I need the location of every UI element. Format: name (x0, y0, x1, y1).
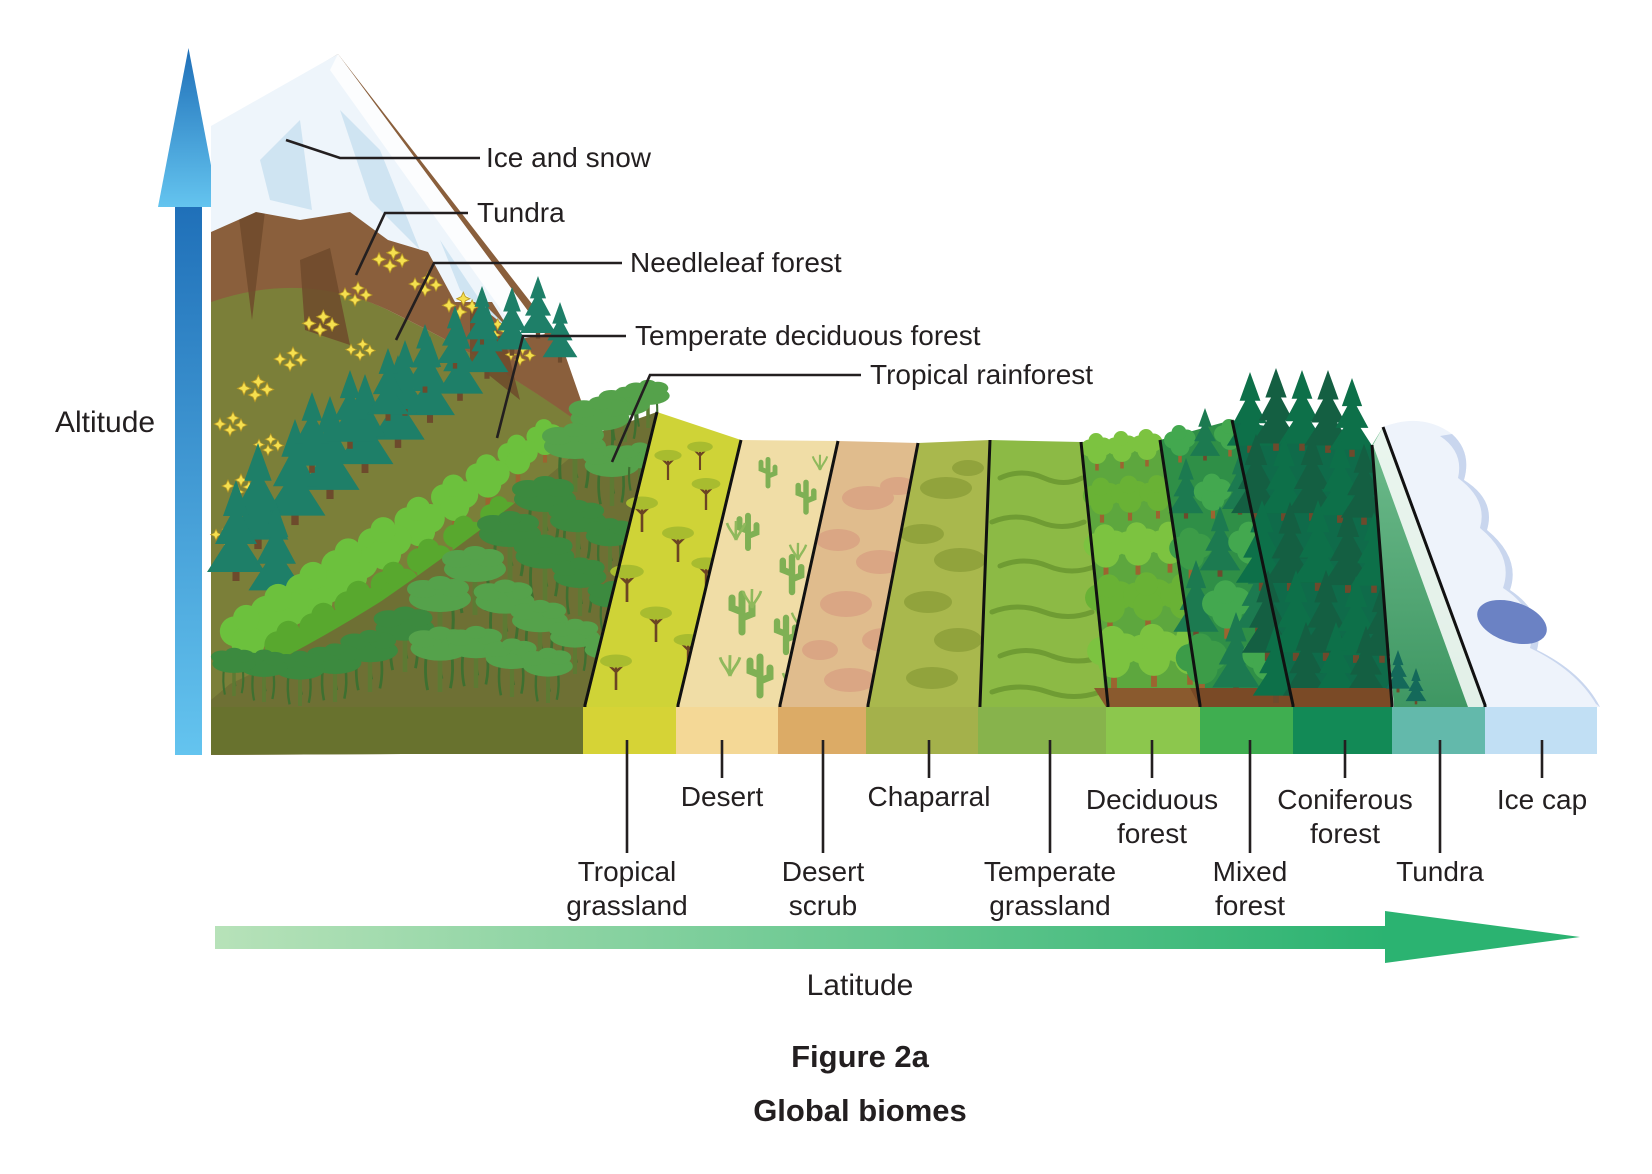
biome-strips (581, 368, 1600, 754)
deciduous-ground (1094, 688, 1200, 707)
leader-tundra-alt (354, 211, 468, 276)
label-temperate-grassland-2: grassland (989, 890, 1110, 921)
label-ice-cap: Ice cap (1497, 784, 1587, 815)
band-tropical-grassland (583, 707, 676, 754)
band-coniferous-forest (1293, 707, 1392, 754)
label-tundra-lat: Tundra (1396, 856, 1484, 887)
coniferous-ground (1288, 688, 1392, 707)
front-color-band (211, 707, 1597, 754)
leader-temperate-deciduous (495, 334, 626, 439)
label-desert-scrub-1: Desert (782, 856, 865, 887)
chaparral-mottle (900, 460, 986, 689)
leader-ice-and-snow (285, 138, 480, 160)
label-temperate-deciduous-forest: Temperate deciduous forest (635, 320, 981, 351)
band-temperate-grassland (978, 707, 1106, 754)
label-coniferous-forest-2: forest (1310, 818, 1380, 849)
label-tropical-grassland-1: Tropical (578, 856, 677, 887)
strip-desert (678, 440, 838, 707)
latitude-arrow (215, 911, 1580, 963)
label-temperate-grassland-1: Temperate (984, 856, 1116, 887)
label-deciduous-forest-2: forest (1117, 818, 1187, 849)
mountain-illustration (207, 54, 671, 755)
figure-title: Global biomes (753, 1093, 967, 1128)
label-mixed-forest-2: forest (1215, 890, 1285, 921)
label-tropical-grassland-2: grassland (566, 890, 687, 921)
strip-ice-cap (1383, 420, 1600, 707)
label-tundra-alt: Tundra (477, 197, 565, 228)
melt-pond (1477, 599, 1547, 645)
label-tropical-rainforest: Tropical rainforest (870, 359, 1093, 390)
leader-needleleaf-forest (394, 261, 622, 341)
band-desert (676, 707, 778, 754)
altitude-callouts: Ice and snow Tundra Needleleaf forest Te… (285, 138, 1093, 463)
band-mixed-forest (1200, 707, 1293, 754)
label-chaparral: Chaparral (868, 781, 991, 812)
band-chaparral (866, 707, 978, 754)
altitude-axis-label: Altitude (55, 406, 155, 439)
snow-shadow (1440, 434, 1600, 707)
label-ice-and-snow: Ice and snow (486, 142, 652, 173)
label-deciduous-forest-1: Deciduous (1086, 784, 1218, 815)
biome-labels: Tropical grassland Desert Desert scrub C… (566, 740, 1587, 921)
label-desert-scrub-2: scrub (789, 890, 857, 921)
label-coniferous-forest-1: Coniferous (1277, 784, 1412, 815)
altitude-arrow (158, 48, 219, 755)
grass-waves (989, 470, 1107, 699)
band-tundra (1392, 707, 1485, 754)
latitude-axis-label: Latitude (807, 969, 914, 1002)
figure-number: Figure 2a (791, 1039, 930, 1074)
band-rainforest (211, 707, 583, 754)
label-needleleaf-forest: Needleleaf forest (630, 247, 842, 278)
strip-temperate-grassland (980, 440, 1108, 707)
label-mixed-forest-1: Mixed (1213, 856, 1288, 887)
label-desert: Desert (681, 781, 764, 812)
leader-tropical-rainforest (610, 373, 861, 463)
